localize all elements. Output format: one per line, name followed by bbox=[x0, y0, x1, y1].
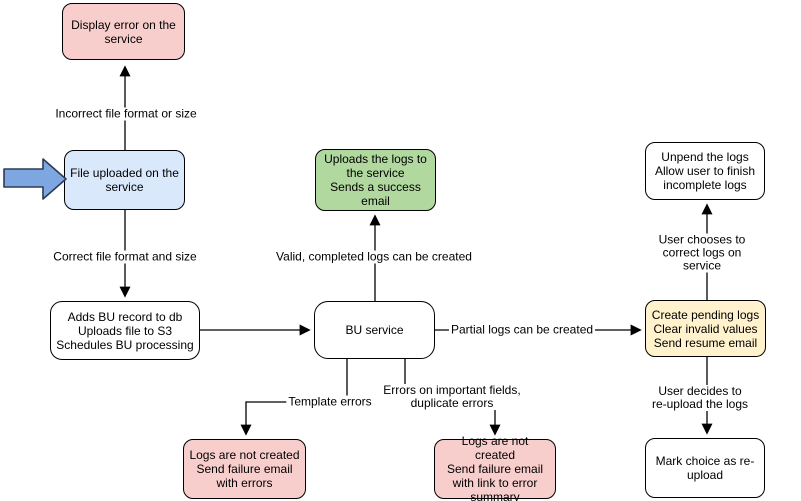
entry-arrow-icon bbox=[3, 158, 67, 200]
node-mark-reupload: Mark choice as re-upload bbox=[645, 438, 765, 498]
node-adds-bu-record: Adds BU record to db Uploads file to S3 … bbox=[50, 301, 200, 360]
node-file-uploaded: File uploaded on the service bbox=[64, 150, 185, 210]
edge-label-user-reuploads: User decides to re-upload the logs bbox=[649, 385, 751, 411]
edge-label-important-field-errors: Errors on important fields, duplicate er… bbox=[381, 383, 523, 410]
edge-label-template-errors: Template errors bbox=[286, 394, 374, 409]
edge-label-partial-logs: Partial logs can be created bbox=[448, 322, 596, 337]
node-unpend-logs: Unpend the logs Allow user to finish inc… bbox=[645, 142, 765, 200]
node-uploads-logs-success: Uploads the logs to the service Sends a … bbox=[315, 149, 436, 211]
edge-label-incorrect-format: Incorrect file format or size bbox=[53, 106, 199, 121]
edge-label-valid-logs: Valid, completed logs can be created bbox=[274, 249, 474, 264]
node-display-error: Display error on the service bbox=[62, 3, 185, 60]
edge-label-correct-format: Correct file format and size bbox=[51, 249, 199, 264]
edge-label-user-corrects: User chooses to correct logs on service bbox=[652, 233, 752, 273]
node-bu-service: BU service bbox=[314, 301, 435, 359]
node-logs-not-created-failure-email: Logs are not created Send failure email … bbox=[183, 439, 306, 499]
node-create-pending-logs: Create pending logs Clear invalid values… bbox=[645, 300, 766, 357]
node-logs-not-created-error-summary: Logs are not created Send failure email … bbox=[434, 434, 556, 501]
